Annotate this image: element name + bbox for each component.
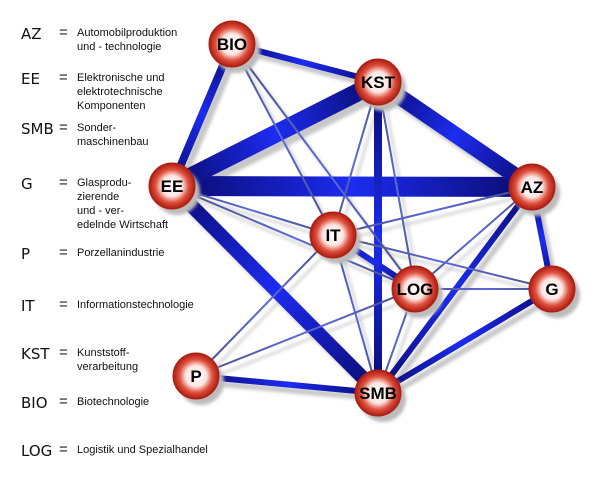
edge-ee-kst (167, 73, 383, 195)
legend-desc: Automobilproduktion und - technologie (77, 27, 178, 53)
node-circle (354, 58, 402, 106)
node-circle (391, 265, 439, 313)
legend-desc: Porzellanindustrie (77, 247, 165, 259)
legend-abbr: P (21, 245, 31, 263)
edge-bio-ee (168, 42, 236, 188)
node-smb: SMB (354, 369, 406, 422)
edge-it-p (195, 234, 334, 377)
edge-bio-it (231, 43, 334, 236)
node-label: KST (361, 73, 396, 92)
legend-eq: = (59, 244, 68, 261)
edge-az-log (414, 186, 533, 290)
edge-log-p (195, 288, 416, 377)
legend-abbr: SMB (21, 120, 54, 138)
legend-eq: = (59, 296, 68, 313)
node-circle (354, 369, 402, 417)
node-label: LOG (397, 280, 434, 299)
node-p: P (172, 352, 224, 405)
legend-abbr: IT (21, 297, 35, 315)
node-circle (508, 163, 556, 211)
legend-eq: = (59, 69, 68, 86)
node-circle (309, 211, 357, 259)
legend-desc: Sonder- maschinenbau (77, 122, 149, 148)
node-circle (148, 162, 196, 210)
legend-desc: Informationstechnologie (77, 299, 194, 311)
legend-abbr: KST (21, 345, 50, 363)
legend-abbr: LOG (21, 442, 53, 460)
legend-eq: = (59, 119, 68, 136)
edge-it-g (332, 234, 553, 290)
edge-shadow (381, 292, 559, 402)
legend-eq: = (59, 344, 68, 361)
node-circle (172, 352, 220, 400)
node-label: G (545, 280, 558, 299)
edge-g-smb (376, 286, 554, 396)
legend-desc: Biotechnologie (77, 396, 150, 408)
legend-abbr: G (21, 175, 33, 193)
edge-shadow (236, 49, 339, 242)
node-label: EE (161, 177, 184, 196)
edge-az-it (332, 186, 533, 236)
edge-shadow (200, 294, 421, 383)
node-it: IT (309, 211, 361, 264)
node-ee: EE (148, 162, 200, 215)
legend-desc: Kunststoff- verarbeitung (77, 347, 139, 373)
node-label: P (190, 367, 201, 386)
edge-shadow (337, 192, 538, 242)
legend-abbr: EE (21, 70, 40, 88)
edge-ee-log (171, 185, 416, 290)
legend-eq: = (59, 393, 68, 410)
legend-abbr: BIO (21, 394, 48, 412)
edge-ee-az (171, 176, 533, 197)
legend-desc: Glasprodu- zierende und - ver- edelnde W… (77, 177, 169, 231)
legend-eq: = (59, 24, 68, 41)
node-az: AZ (508, 163, 560, 216)
node-bio: BIO (208, 20, 260, 73)
node-label: IT (325, 226, 341, 245)
node-label: BIO (217, 35, 247, 54)
node-g: G (528, 265, 580, 318)
edge-kst-az (373, 75, 537, 194)
node-circle (528, 265, 576, 313)
legend-desc: Logistik und Spezialhandel (77, 444, 208, 456)
node-label: AZ (521, 178, 544, 197)
node-kst: KST (354, 58, 406, 111)
legend-eq: = (59, 441, 68, 458)
edge-shadow (200, 379, 384, 402)
legend-abbr: AZ (21, 25, 42, 43)
legend-desc: Elektronische und elektrotechnische Komp… (77, 72, 165, 112)
edge-shadow (337, 240, 558, 296)
legend-eq: = (59, 174, 68, 191)
edge-ee-smb (167, 181, 383, 398)
edge-shadow (200, 240, 339, 383)
edge-kst-it (332, 81, 379, 236)
node-label: SMB (359, 384, 397, 403)
edge-p-smb (195, 373, 379, 396)
node-circle (208, 20, 256, 68)
node-log: LOG (391, 265, 443, 318)
